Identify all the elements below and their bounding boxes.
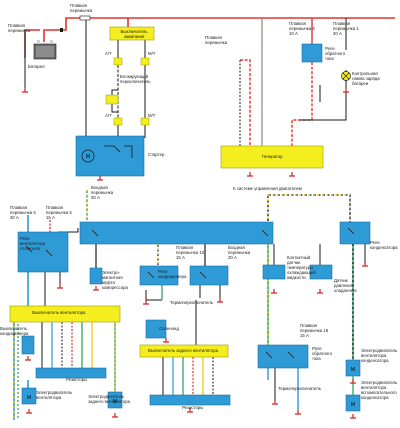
thermo-switch-label: Термопереключатель	[170, 300, 214, 305]
lamp-icon	[341, 71, 351, 81]
charge-lamp-label: Контрольная лампа заряда батареи	[352, 71, 380, 87]
battery-label: Батарея	[28, 64, 45, 69]
at-label: А/Т	[105, 51, 112, 56]
fuse-5-label: Плавкая перемычка 5 15 А	[46, 205, 72, 221]
fuse-label-left: Плавкая перемычка	[8, 23, 31, 34]
ac-switch-label: Выключатель кондиционера	[0, 326, 29, 337]
reverse-relay2-label: Реле обратного тока	[312, 346, 333, 362]
generator-block	[220, 145, 324, 169]
fuse-1-label: Плавкая перемычка 1 20 А	[333, 21, 359, 37]
resistors-block	[35, 367, 107, 379]
resistors2-label: Резисторы	[182, 405, 204, 410]
generator-label: Генератор	[262, 154, 283, 159]
mt-label: М/Т	[148, 51, 156, 56]
condenser-relay-label: Реле конденсатора	[370, 240, 398, 251]
ignition-switch-block	[109, 26, 155, 41]
fuse-4-label: Плавкая перемычка 4 10 А	[289, 21, 315, 37]
coolant-sensor-label: Контактный датчик температуры охлаждающе…	[287, 255, 316, 281]
starter-label: Стартер	[148, 152, 165, 157]
heater-fan-relay-label: Реле вентилятора отопителя	[20, 236, 46, 252]
fuse-label-mid: Плавкая перемычка	[205, 35, 228, 46]
motor-icon: M	[81, 149, 95, 163]
fan-speed-switch-label: Выключатель вентилятора	[32, 310, 86, 315]
svg-text:M: M	[113, 399, 117, 405]
main-relay-block	[79, 221, 274, 245]
at2-label: А/Т	[105, 113, 112, 118]
fuse-icon	[60, 15, 91, 32]
em-clutch-label: Электро- магнитная муфта компрессора	[102, 270, 128, 291]
solenoid-label: Соленоид	[159, 326, 179, 331]
rear-fan-switch-block	[139, 344, 229, 358]
fuse-18-label: Плавкая перемычка 18 15 А	[300, 323, 329, 339]
rear-fan-motor-label: Электродвигатель заднего вентилятора	[88, 394, 130, 405]
battery-icon	[33, 40, 57, 60]
pressure-sensor-label: Датчик давления хладагента	[334, 278, 357, 294]
fuse-6-label: Плавкая перемычка 6 30 А	[10, 205, 36, 221]
ignition-switch-label: Выключатель зажигания	[120, 29, 148, 40]
svg-text:M: M	[86, 154, 90, 160]
heater-fan-motor-label: Электродвигатель вентилятора	[36, 390, 73, 401]
input-fuse-30-label: Входная перемычка 30 А	[91, 185, 114, 201]
fuse-10-label: Плавкая перемычка 10 15 А	[176, 245, 205, 261]
fuse-label-top: Плавкая перемычка	[70, 3, 93, 14]
svg-text:M: M	[351, 367, 355, 373]
resistors2-block	[149, 394, 231, 406]
resistors-label: Резисторы	[66, 377, 88, 382]
engine-system-label: К системе управления двигателем	[233, 186, 302, 191]
svg-text:M: M	[27, 395, 31, 401]
blocking-switch-label: Блокирующий переключатель	[120, 74, 151, 85]
svg-text:M: M	[351, 402, 355, 408]
condenser-fan-motor-label: Электродвигатель вентилятора конденсатор…	[361, 348, 398, 364]
reverse-relay-label: Реле обратного тока	[325, 46, 346, 62]
ac-relay-label: Реле кондиционера	[158, 269, 187, 280]
input-fuse-20-label: Входная перемычка 20 А	[228, 245, 251, 261]
aux-condenser-fan-motor-label: Электродвигатель вентилятора вспомогател…	[361, 380, 398, 401]
thermo-switch2-label: Термопереключатель	[278, 386, 322, 391]
rear-fan-switch-label: Выключатель заднего вентилятора	[148, 348, 219, 353]
mt2-label: М/Т	[148, 113, 156, 118]
fan-speed-switch-block	[9, 305, 121, 323]
